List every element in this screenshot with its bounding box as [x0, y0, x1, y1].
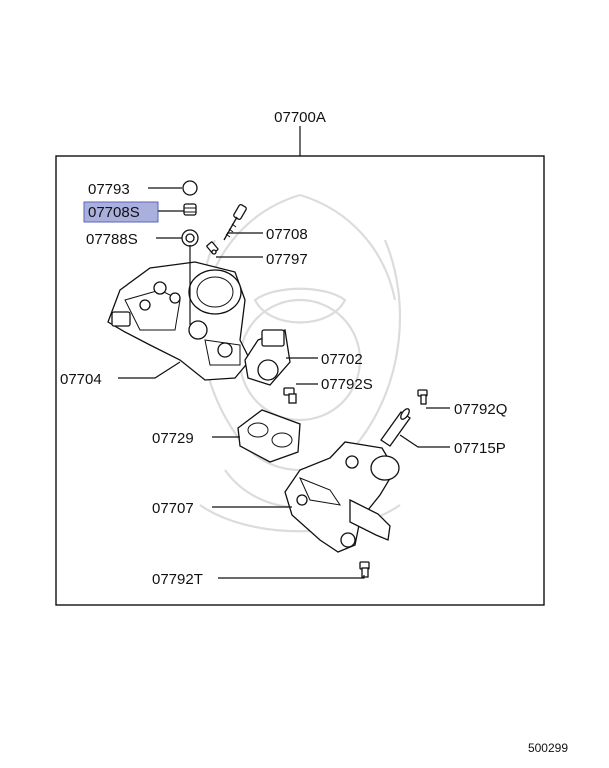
callout-07704[interactable]: 07704 — [60, 371, 102, 388]
callout-07708[interactable]: 07708 — [266, 226, 308, 243]
footer-code: 500299 — [528, 741, 568, 755]
o-ring-07793[interactable] — [182, 180, 198, 196]
callout-07797[interactable]: 07797 — [266, 251, 308, 268]
bolt-07792Q[interactable] — [417, 389, 428, 405]
highlight-07708S — [83, 201, 159, 223]
leader-lines — [118, 187, 450, 579]
screw-07708S[interactable] — [183, 203, 197, 216]
sensor-07702[interactable] — [244, 329, 291, 386]
screw-07797[interactable] — [206, 241, 219, 255]
callout-07792Q[interactable]: 07792Q — [454, 401, 507, 418]
throttle-body-07704[interactable] — [107, 245, 251, 381]
callout-07708S[interactable]: 07708S — [88, 204, 140, 221]
callout-07792S[interactable]: 07792S — [321, 376, 373, 393]
washer-07788S[interactable] — [181, 229, 199, 247]
callout-07788S[interactable]: 07788S — [86, 231, 138, 248]
callout-07715P[interactable]: 07715P — [454, 440, 506, 457]
callout-07707[interactable]: 07707 — [152, 500, 194, 517]
gasket-07729[interactable] — [237, 409, 301, 463]
callout-07792T[interactable]: 07792T — [152, 571, 203, 588]
bolt-07708[interactable] — [223, 204, 247, 241]
bolt-07792T[interactable] — [359, 561, 370, 578]
callout-07793[interactable]: 07793 — [88, 181, 130, 198]
hose-07715P[interactable] — [380, 407, 411, 447]
assembly-label[interactable]: 07700A — [274, 109, 326, 126]
callout-07702[interactable]: 07702 — [321, 351, 363, 368]
valve-07707[interactable] — [284, 441, 400, 553]
callout-07729[interactable]: 07729 — [152, 430, 194, 447]
bolt-07792S[interactable] — [283, 387, 297, 404]
assembly-frame — [55, 155, 545, 606]
